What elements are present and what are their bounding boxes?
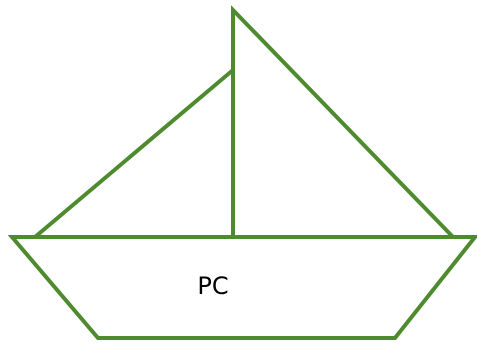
sailboat: PC: [12, 10, 475, 338]
left-sail: [35, 70, 233, 237]
right-sail: [233, 10, 453, 237]
hull-label: PC: [197, 272, 228, 300]
hull: [12, 237, 475, 338]
